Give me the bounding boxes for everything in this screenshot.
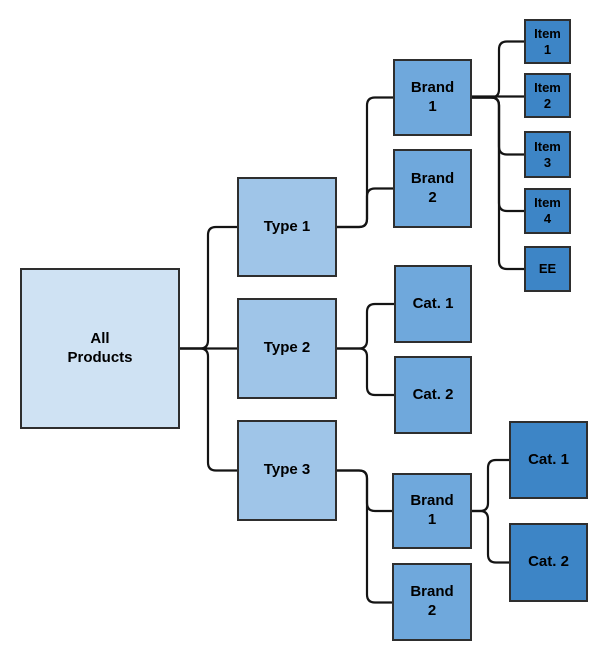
node-label: Brand 1	[410, 78, 455, 115]
node-label: Brand 1	[410, 492, 454, 528]
node-item-2: Item 2	[524, 73, 571, 118]
node-type3-brand-2: Brand 2	[392, 563, 472, 641]
node-label: All Products	[67, 329, 133, 366]
node-label: Type 3	[263, 461, 311, 479]
edge-type2-cat2	[337, 347, 394, 397]
node-type-3: Type 3	[237, 420, 337, 521]
node-type1-brand-1: Brand 1	[393, 59, 472, 136]
node-item-1: Item 1	[524, 19, 571, 64]
node-all-products: All Products	[20, 268, 180, 429]
node-label: Cat. 1	[528, 450, 569, 468]
node-item-3: Item 3	[524, 131, 571, 178]
node-label: Item 4	[534, 195, 561, 226]
node-type2-cat-1: Cat. 1	[394, 265, 472, 343]
node-type-2: Type 2	[237, 298, 337, 399]
edge-type1-brand1	[337, 96, 393, 229]
edge-t3brand1-cat2	[472, 509, 509, 564]
node-ee: EE	[524, 246, 571, 292]
node-label: Cat. 1	[412, 294, 454, 312]
node-label: Brand 2	[410, 169, 455, 206]
node-label: Item 1	[534, 25, 561, 57]
node-label: Type 2	[263, 339, 311, 357]
edge-brand1-item1	[471, 40, 524, 99]
node-type2-cat-2: Cat. 2	[394, 356, 472, 434]
node-label: Cat. 2	[528, 553, 569, 571]
node-type3-brand1-cat-1: Cat. 1	[509, 421, 588, 499]
node-type1-brand-2: Brand 2	[393, 149, 472, 228]
node-label: EE	[538, 261, 557, 277]
node-label: Type 1	[263, 217, 311, 235]
node-type-1: Type 1	[237, 177, 337, 277]
node-type3-brand1-cat-2: Cat. 2	[509, 523, 588, 602]
edge-type3-brand1	[337, 469, 392, 513]
node-label: Brand 2	[410, 583, 454, 619]
node-item-4: Item 4	[524, 188, 571, 234]
edge-t3brand1-cat1	[472, 458, 509, 513]
edge-allproducts-type1	[180, 225, 237, 350]
edge-type1-brand2	[337, 187, 393, 229]
edge-allproducts-type3	[180, 347, 237, 472]
node-label: Item 3	[534, 138, 561, 170]
edge-brand1-item3	[471, 96, 524, 156]
node-type3-brand-1: Brand 1	[392, 473, 472, 549]
edge-brand1-ee	[471, 96, 524, 271]
node-label: Item 2	[534, 79, 561, 111]
edge-type3-brand2	[337, 469, 392, 604]
edge-type2-cat1	[337, 302, 394, 350]
node-label: Cat. 2	[412, 385, 454, 403]
